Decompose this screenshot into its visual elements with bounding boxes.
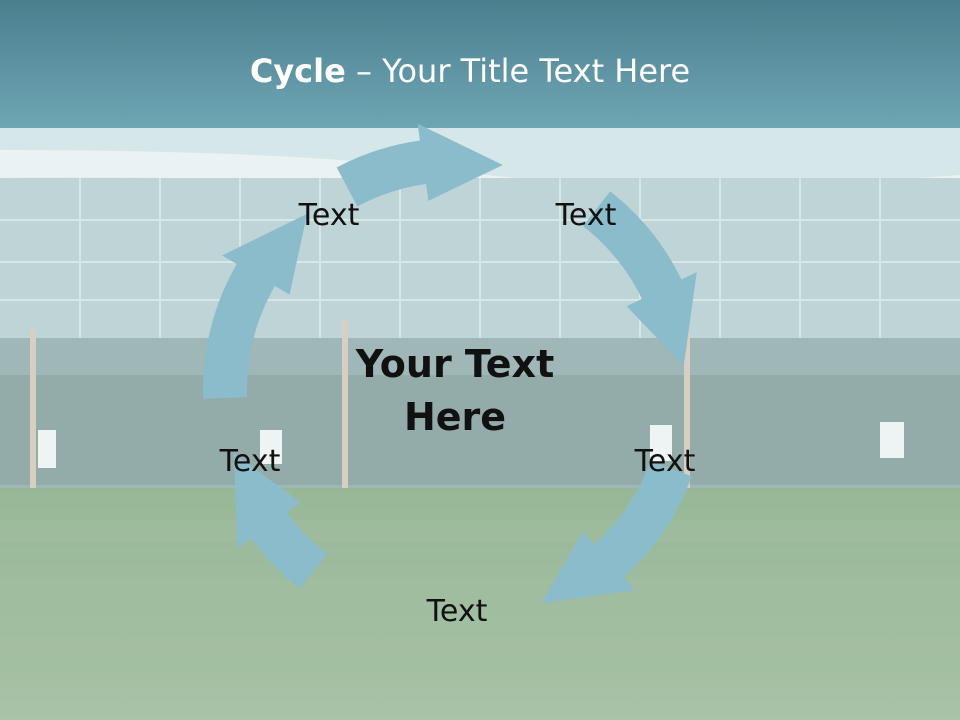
cycle-label-right: Text [634, 444, 696, 479]
cycle-label-bottom: Text [426, 594, 488, 629]
title-bold: Cycle [249, 52, 346, 90]
slide-title: Cycle – Your Title Text Here [0, 52, 940, 90]
title-rest: – Your Title Text Here [345, 52, 691, 90]
cycle-label-top-left: Text [298, 198, 360, 233]
arrow-bottom-right [541, 461, 692, 604]
center-text-line2: Here [403, 395, 507, 440]
cycle-label-left: Text [219, 444, 281, 479]
arrow-top [336, 123, 503, 207]
cycle-label-top-right: Text [555, 198, 617, 233]
arrow-right [583, 191, 697, 366]
center-text-line1: Your Text [355, 342, 555, 386]
arrow-left [203, 213, 308, 399]
center-text: Your Text Here [330, 338, 580, 444]
arrow-bottom-left [233, 453, 327, 589]
